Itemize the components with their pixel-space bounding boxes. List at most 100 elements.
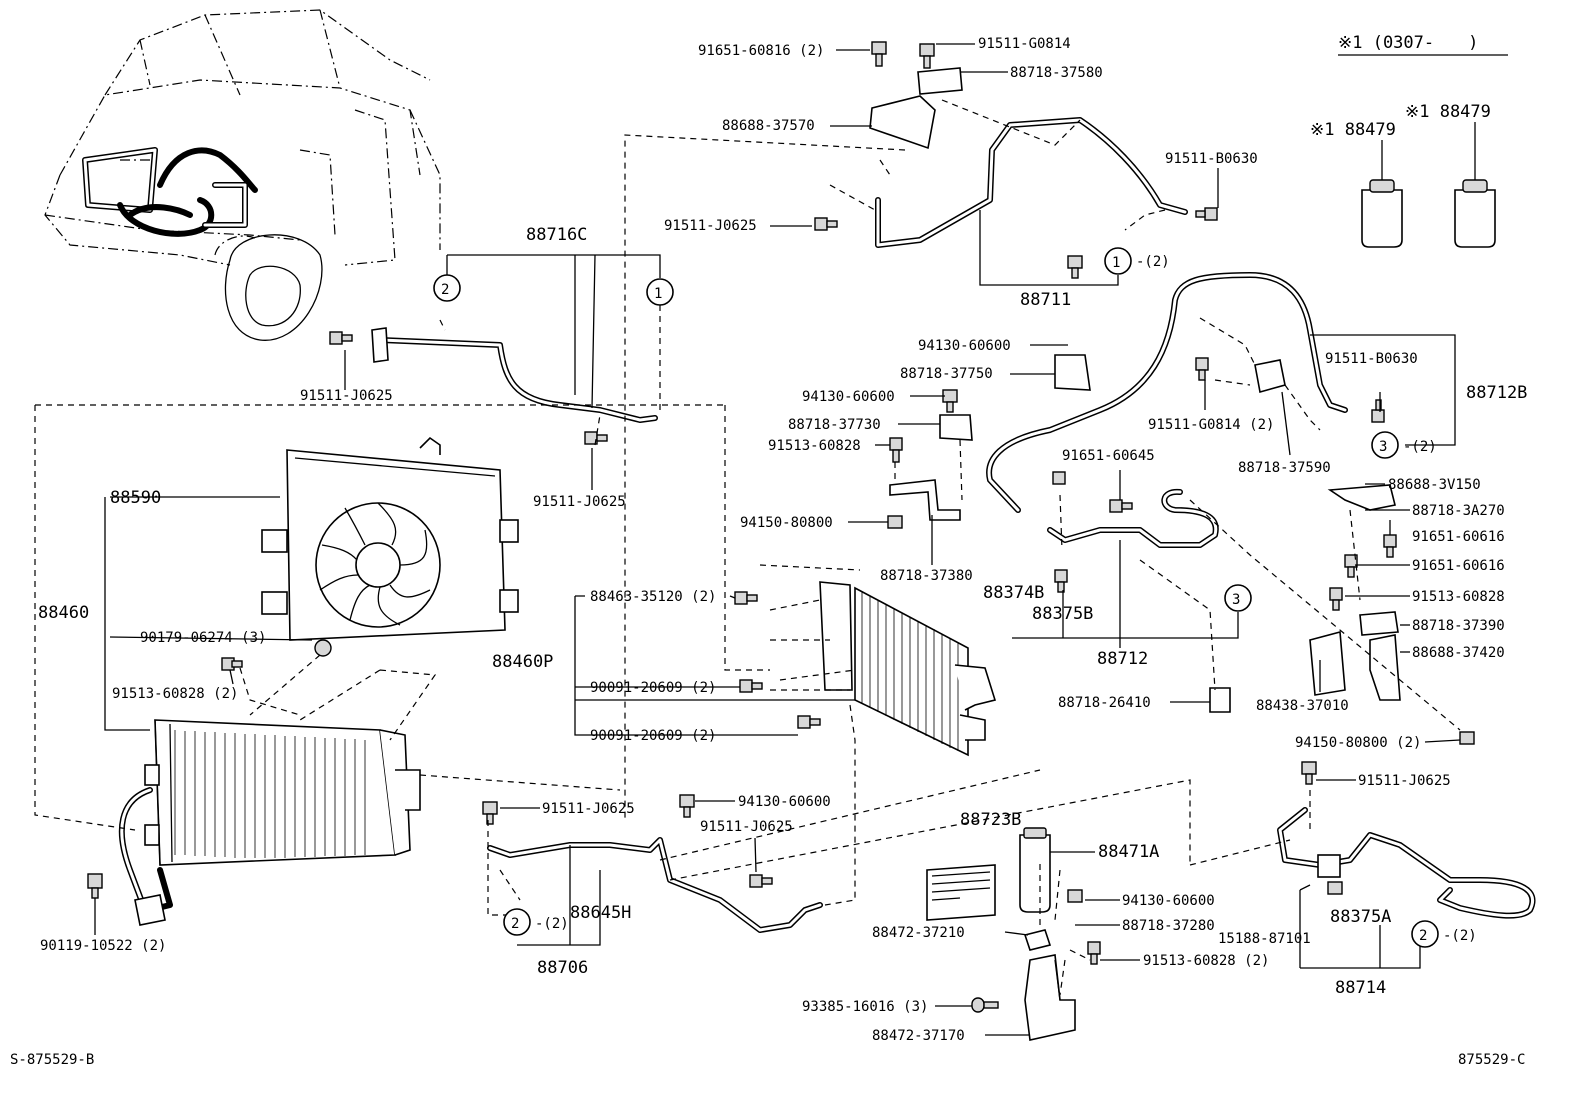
- label-91511-J0625-c: 91511-J0625: [533, 494, 626, 510]
- bolts: [87, 41, 1475, 1013]
- label-qty-2c: -(2): [1443, 928, 1477, 944]
- label-91513-60828-d: 91513-60828 (2): [1143, 953, 1269, 969]
- pipe-88714: [1277, 807, 1536, 919]
- label-94150-80800-b: 94150-80800 (2): [1295, 735, 1421, 751]
- label-88460P: 88460P: [492, 652, 553, 672]
- label-90091-20609-b: 90091-20609 (2): [590, 728, 716, 744]
- label-91511-J0625-a: 91511-J0625: [664, 218, 757, 234]
- label-88712B: 88712B: [1466, 383, 1527, 403]
- label-88688-37570: 88688-37570: [722, 118, 815, 134]
- callout-1-top: 1: [654, 286, 662, 302]
- label-88718-3A270: 88718-3A270: [1412, 503, 1505, 519]
- condenser-88460p: [819, 581, 997, 757]
- label-91651-60645: 91651-60645: [1062, 448, 1155, 464]
- hose-88712: [1047, 488, 1219, 548]
- label-88723B: 88723B: [960, 810, 1021, 830]
- pipe-88706: [487, 837, 823, 933]
- receiver-88479-a: [1361, 140, 1403, 248]
- label-88374B: 88374B: [983, 583, 1044, 603]
- callout-3-right: 3: [1379, 439, 1387, 455]
- note-text: ※1 (0307- ): [1338, 33, 1478, 53]
- label-88463-35120: 88463-35120 (2): [590, 589, 716, 605]
- label-91651-60616-b: 91651-60616: [1412, 558, 1505, 574]
- label-88718-37730: 88718-37730: [788, 417, 881, 433]
- label-91511-J0625-d: 91511-J0625: [542, 801, 635, 817]
- part-labels: 91651-60816 (2) 91511-G0814 88718-37580 …: [38, 36, 1527, 1044]
- label-91511-J0625-b: 91511-J0625: [300, 388, 393, 404]
- label-91651-60616-a: 91651-60616: [1412, 529, 1505, 545]
- callout-2-top: 2: [441, 282, 449, 298]
- callout-1-right: 1: [1112, 255, 1120, 271]
- label-88471A: 88471A: [1098, 842, 1159, 862]
- footer-right-code: 875529-C: [1458, 1052, 1525, 1068]
- label-88718-37580: 88718-37580: [1010, 65, 1103, 81]
- label-88712: 88712: [1097, 649, 1148, 669]
- callout-3-center: 3: [1232, 592, 1240, 608]
- label-91511-B0630-a: 91511-B0630: [1165, 151, 1258, 167]
- callout-circles: 2 1 1 3 3 2 2: [433, 247, 1439, 948]
- receiver-dryer-88471a: [1019, 827, 1095, 913]
- label-88718-37380: 88718-37380: [880, 568, 973, 584]
- label-91511-G0814-top: 91511-G0814: [978, 36, 1071, 52]
- label-91513-60828-c: 91513-60828 (2): [112, 686, 238, 702]
- label-91511-J0625-f: 91511-J0625: [1358, 773, 1451, 789]
- label-88718-37590: 88718-37590: [1238, 460, 1331, 476]
- label-94130-60600-d: 94130-60600: [1122, 893, 1215, 909]
- label-93385-16016: 93385-16016 (3): [802, 999, 928, 1015]
- label-qty-1: -(2): [1136, 254, 1170, 270]
- label-88688-3V150: 88688-3V150: [1388, 477, 1481, 493]
- label-94130-60600-c: 94130-60600: [738, 794, 831, 810]
- label-qty-2b: -(2): [535, 916, 569, 932]
- bracket-88718-26410: [1209, 687, 1231, 713]
- label-88438-37010: 88438-37010: [1256, 698, 1349, 714]
- label-91511-J0625-e: 91511-J0625: [700, 819, 793, 835]
- label-91513-60828-b: 91513-60828: [1412, 589, 1505, 605]
- label-88718-37280: 88718-37280: [1122, 918, 1215, 934]
- label-88472-37210: 88472-37210: [872, 925, 965, 941]
- label-94150-80800-a: 94150-80800: [740, 515, 833, 531]
- label-90119-10522: 90119-10522 (2): [40, 938, 166, 954]
- label-88375A: 88375A: [1330, 907, 1391, 927]
- condenser-88460: [118, 719, 421, 926]
- cooling-fan-assembly: [261, 436, 519, 641]
- vehicle-illustration: [44, 9, 441, 341]
- hose-88711: [875, 67, 1188, 248]
- label-90179-06274: 90179-06274 (3): [140, 630, 266, 646]
- label-88645H: 88645H: [570, 903, 631, 923]
- label-88711: 88711: [1020, 290, 1071, 310]
- label-88688-37420: 88688-37420: [1412, 645, 1505, 661]
- callout-2-right: 2: [1419, 928, 1427, 944]
- label-88714: 88714: [1335, 978, 1386, 998]
- bracket-88718-37380: [889, 479, 961, 521]
- footer-left-code: S-875529-B: [10, 1052, 94, 1068]
- bracket-88438-37010: [1309, 630, 1346, 696]
- hose-88712b: [986, 272, 1348, 513]
- leader-lines: [94, 43, 1461, 1036]
- label-88718-37750: 88718-37750: [900, 366, 993, 382]
- label-91513-60828-a: 91513-60828: [768, 438, 861, 454]
- clamp-88718-37750: [1054, 354, 1091, 391]
- dryer-bracket-88472: [1023, 929, 1076, 1041]
- label-90091-20609-a: 90091-20609 (2): [590, 680, 716, 696]
- label-plate-88723b: [926, 864, 996, 921]
- label-94130-60600-b: 94130-60600: [802, 389, 895, 405]
- label-88716C: 88716C: [526, 225, 587, 245]
- label-94130-60600-a: 94130-60600: [918, 338, 1011, 354]
- label-88718-37390: 88718-37390: [1412, 618, 1505, 634]
- label-91511-B0630-b: 91511-B0630: [1325, 351, 1418, 367]
- label-91651-60816: 91651-60816 (2): [698, 43, 824, 59]
- receiver-88479-b: [1454, 122, 1496, 248]
- callout-2-bottom: 2: [511, 916, 519, 932]
- assembly-guide-lines: [34, 99, 1461, 996]
- bracket-88688-3V150: [1327, 484, 1396, 511]
- bracket-88688-37570: [869, 95, 936, 150]
- label-88479-b: ※1 88479: [1405, 102, 1491, 122]
- bracket-88718-37590: [1254, 359, 1286, 394]
- label-88479-a: ※1 88479: [1310, 120, 1396, 140]
- label-88375B: 88375B: [1032, 604, 1093, 624]
- clamp-88718-37730: [939, 414, 973, 441]
- label-88718-26410: 88718-26410: [1058, 695, 1151, 711]
- label-88590: 88590: [110, 488, 161, 508]
- label-91511-G0814-b: 91511-G0814 (2): [1148, 417, 1274, 433]
